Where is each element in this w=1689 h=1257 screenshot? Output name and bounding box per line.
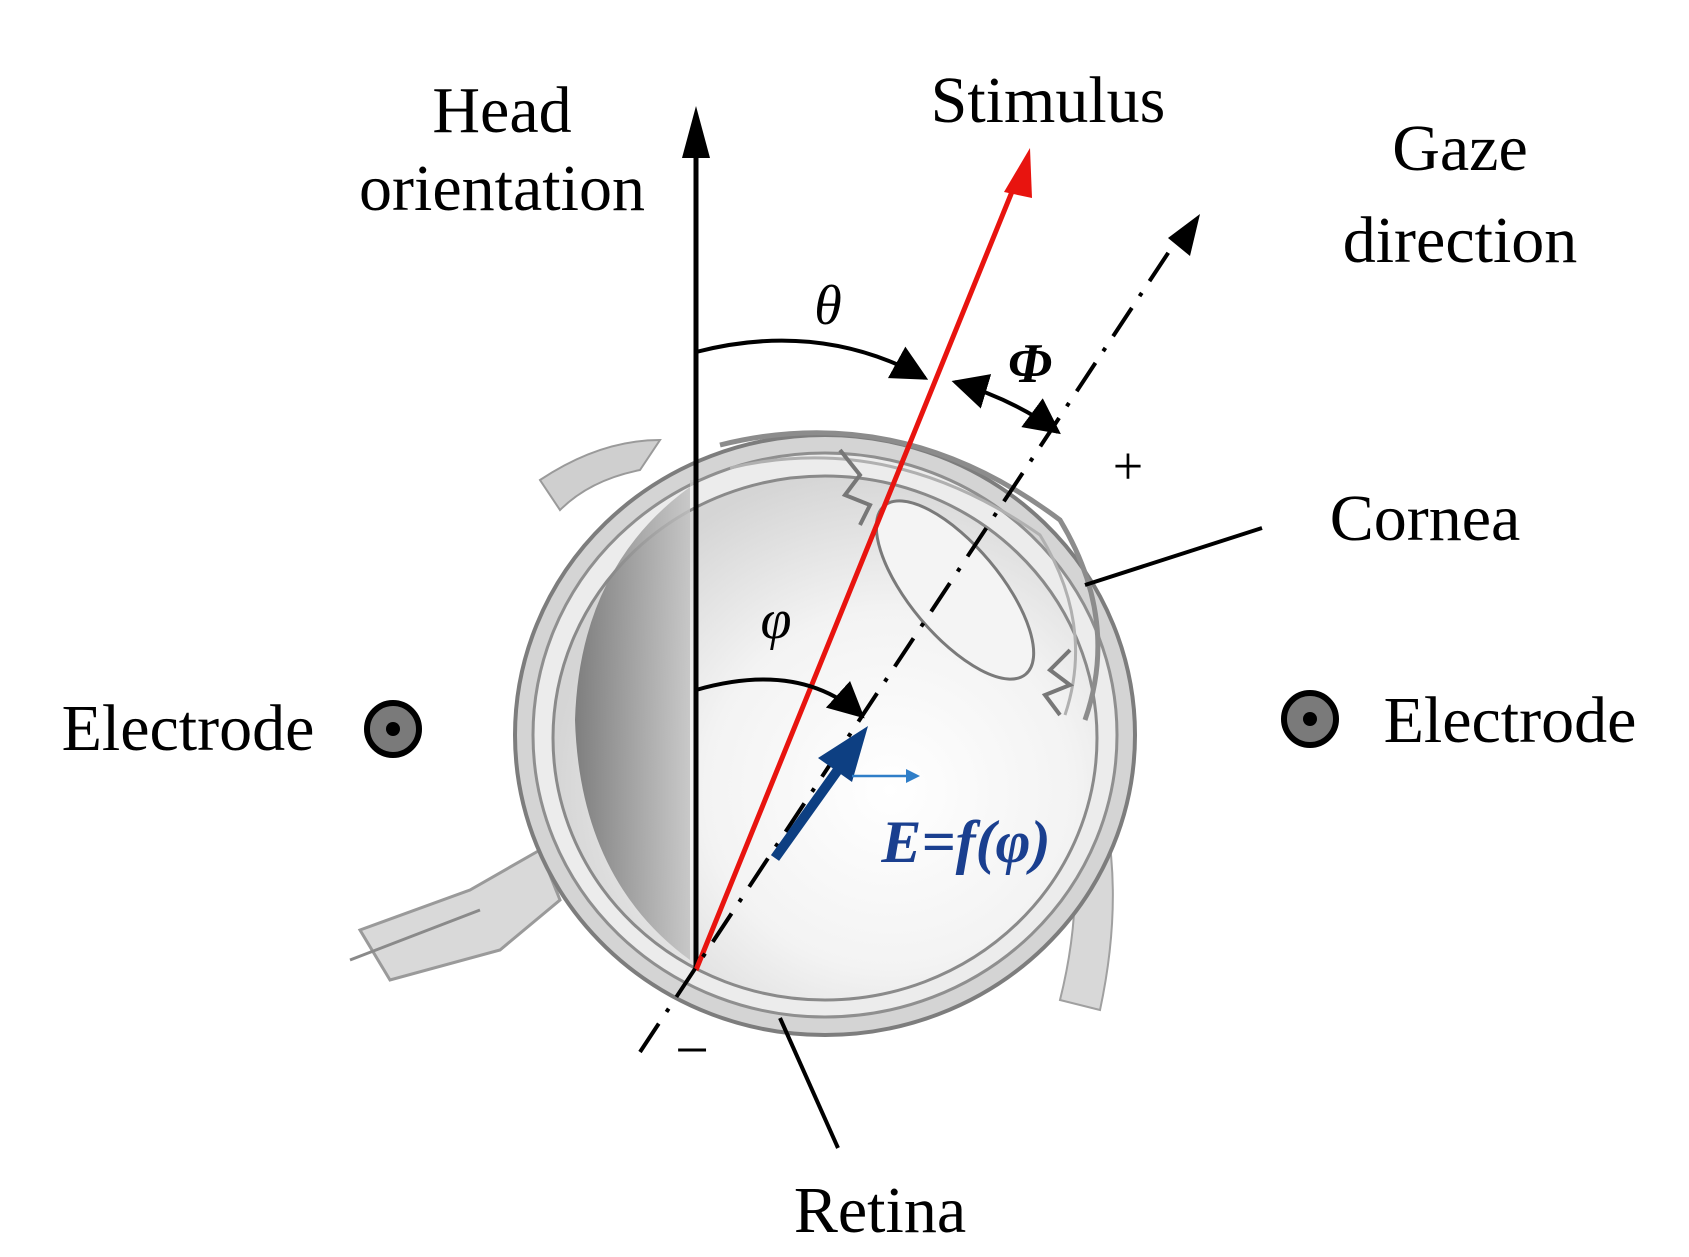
phi-upper-symbol: Φ [1008,333,1052,395]
stimulus-label: Stimulus [931,64,1166,137]
stimulus-arrowhead [1004,148,1032,198]
head-axis-arrowhead [682,106,710,158]
electrode-right-icon [1281,690,1339,748]
dipole-arrowhead [818,726,868,782]
gaze-arrowhead [1168,214,1200,256]
phi-lower-arc [695,677,865,719]
retina-label: Retina [794,1174,966,1247]
stimulus-line [693,171,1023,971]
gaze-direction-line [638,233,1182,1054]
eye-muscle-top [538,438,662,512]
cornea-surface [719,430,1101,721]
field-arrowhead [906,769,920,783]
cornea-inner [729,456,1078,716]
dipole-vector [770,757,850,861]
minus-sign: − [675,1017,709,1083]
phi-upper-arc [951,374,1061,435]
head-orientation-label-line2: orientation [359,152,645,225]
electrode-left-label: Electrode [62,692,315,765]
theta-symbol: θ [814,275,842,337]
phi-lower-symbol: φ [761,589,792,651]
electrode-right-label: Electrode [1384,684,1637,757]
gaze-direction-label-line1: Gaze [1392,112,1528,185]
field-equation: E=f(φ) [880,809,1050,875]
optic-nerve [357,847,562,982]
eyeball-illustration [349,430,1137,1037]
ciliary-body-bottom [1041,648,1075,717]
plus-sign: + [1113,436,1143,496]
cornea-leader-line [1084,526,1263,587]
theta-arc [695,338,929,380]
ciliary-body-top [838,448,873,526]
cornea-label: Cornea [1330,482,1521,555]
electrode-left-icon [364,700,422,758]
head-orientation-label-line1: Head [432,74,571,147]
interior-shadow [575,480,700,960]
gaze-direction-label-line2: direction [1343,204,1578,277]
optic-nerve-edge [349,908,481,962]
retina-leader-line [778,1017,840,1149]
